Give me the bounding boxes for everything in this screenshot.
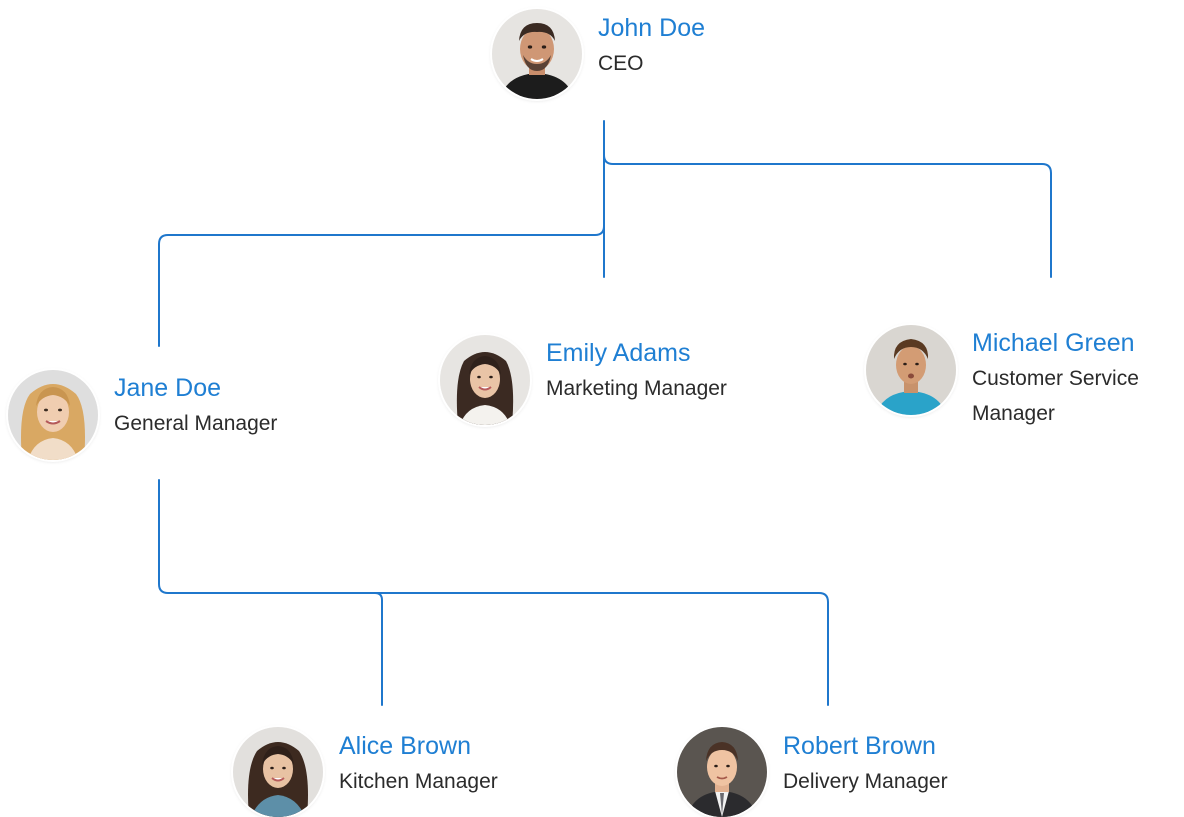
person-name[interactable]: Jane Doe bbox=[114, 374, 222, 402]
person-name[interactable]: Michael Green bbox=[972, 329, 1135, 357]
woman-blonde-photo-icon bbox=[8, 370, 98, 460]
man-beard-photo-icon bbox=[492, 9, 582, 99]
connector-ceo-to-gm bbox=[158, 225, 605, 347]
person-name[interactable]: Alice Brown bbox=[339, 732, 471, 760]
avatar-alice-brown bbox=[233, 727, 323, 817]
person-role-line-1: Customer Service bbox=[972, 367, 1139, 390]
avatar-jane-doe bbox=[8, 370, 98, 460]
person-name[interactable]: John Doe bbox=[598, 14, 706, 42]
man-blue-shirt-photo-icon bbox=[866, 325, 956, 415]
connector-gm-to-kitchen bbox=[374, 592, 383, 706]
woman-long-hair-photo-icon bbox=[233, 727, 323, 817]
avatar-emily-adams bbox=[440, 335, 530, 425]
person-role: General Manager bbox=[114, 412, 278, 435]
connector-gm-stem bbox=[158, 479, 829, 706]
person-role: CEO bbox=[598, 52, 644, 75]
person-role: Kitchen Manager bbox=[339, 770, 498, 793]
connector-ceo-to-customer-service bbox=[603, 154, 1052, 278]
man-suit-photo-icon bbox=[677, 727, 767, 817]
person-name[interactable]: Emily Adams bbox=[546, 339, 691, 367]
person-role: Delivery Manager bbox=[783, 770, 948, 793]
person-role-line-2: Manager bbox=[972, 402, 1055, 425]
avatar-michael-green bbox=[866, 325, 956, 415]
avatar-john-doe bbox=[492, 9, 582, 99]
person-name[interactable]: Robert Brown bbox=[783, 732, 936, 760]
avatar-robert-brown bbox=[677, 727, 767, 817]
person-role: Marketing Manager bbox=[546, 377, 727, 400]
woman-brunette-photo-icon bbox=[440, 335, 530, 425]
